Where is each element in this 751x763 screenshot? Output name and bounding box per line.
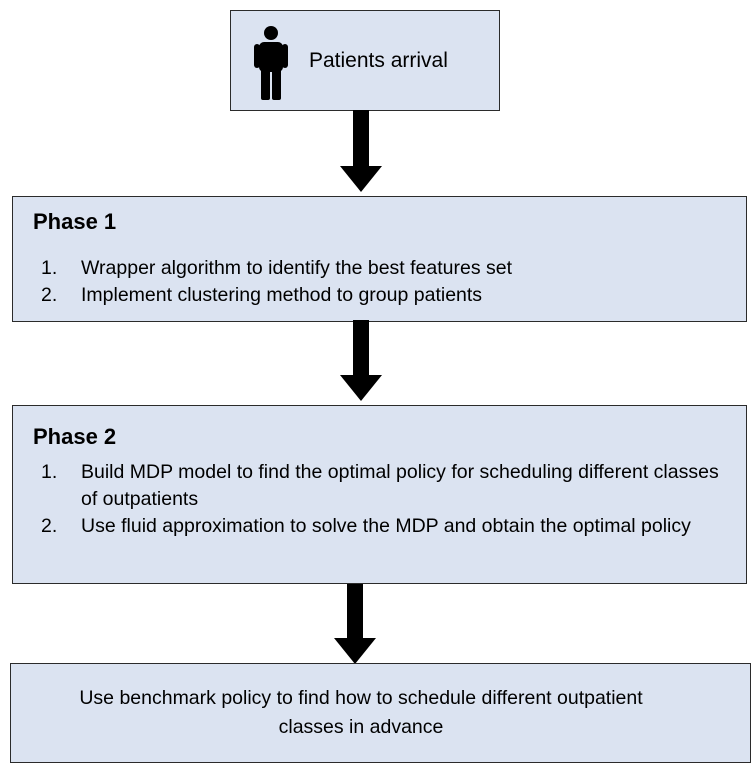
phase-2-steps: 1. Build MDP model to find the optimal p… (41, 459, 738, 540)
list-item: 2. Implement clustering method to group … (41, 282, 738, 309)
step-text: Implement clustering method to group pat… (81, 284, 483, 306)
list-item: 2. Use fluid approximation to solve the … (41, 513, 738, 540)
patients-arrival-box: Patients arrival (230, 10, 500, 111)
phase-1-box: Phase 1 1. Wrapper algorithm to identify… (12, 196, 747, 322)
person-icon (254, 26, 288, 100)
step-text: Build MDP model to find the optimal poli… (81, 461, 719, 510)
list-item: 1. Wrapper algorithm to identify the bes… (41, 255, 738, 282)
list-item: 1. Build MDP model to find the optimal p… (41, 459, 738, 513)
phase-1-title: Phase 1 (33, 209, 117, 234)
patients-arrival-label: Patients arrival (309, 49, 448, 72)
arrow-1 (340, 110, 382, 192)
arrow-2 (340, 320, 382, 401)
step-number: 1. (41, 257, 58, 279)
benchmark-policy-box: Use benchmark policy to find how to sche… (10, 663, 751, 763)
step-number: 2. (41, 284, 58, 306)
benchmark-policy-text: Use benchmark policy to find how to sche… (11, 684, 711, 742)
step-text: Wrapper algorithm to identify the best f… (81, 257, 513, 279)
step-number: 2. (41, 515, 58, 537)
arrow-3 (334, 584, 376, 664)
benchmark-policy-line-2: classes in advance (278, 716, 444, 738)
phase-1-steps: 1. Wrapper algorithm to identify the bes… (41, 255, 738, 309)
phase-2-box: Phase 2 1. Build MDP model to find the o… (12, 405, 747, 584)
phase-2-title: Phase 2 (33, 424, 117, 449)
benchmark-policy-line-1: Use benchmark policy to find how to sche… (79, 687, 643, 709)
step-number: 1. (41, 461, 58, 483)
step-text: Use fluid approximation to solve the MDP… (81, 515, 691, 537)
